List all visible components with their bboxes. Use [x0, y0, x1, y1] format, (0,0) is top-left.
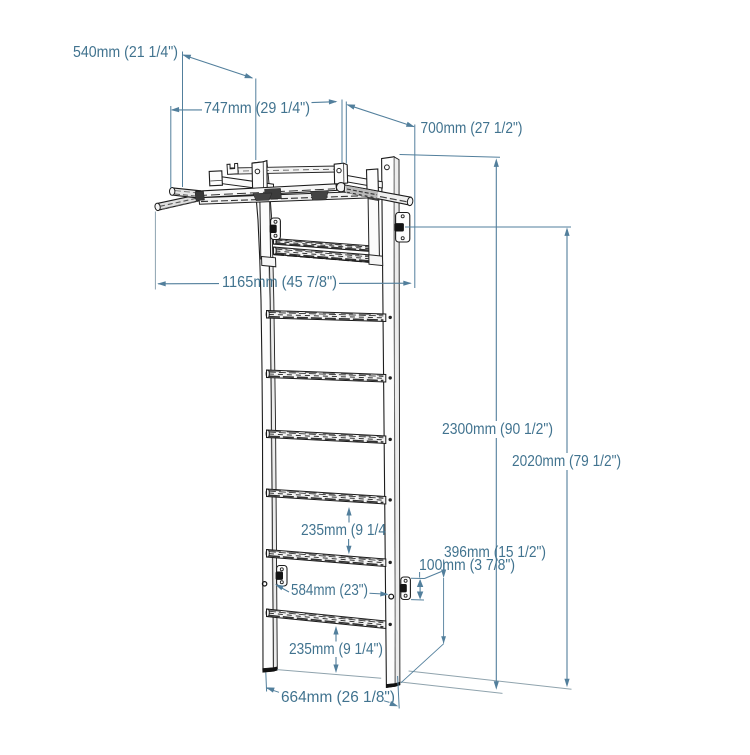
svg-text:2020mm (79 1/2"): 2020mm (79 1/2"): [512, 453, 621, 470]
svg-text:235mm (9 1/4"): 235mm (9 1/4"): [289, 641, 383, 658]
svg-text:540mm (21 1/4"): 540mm (21 1/4"): [73, 44, 178, 61]
svg-text:100mm (3 7/8"): 100mm (3 7/8"): [419, 557, 515, 574]
svg-text:1165mm (45 7/8"): 1165mm (45 7/8"): [222, 274, 337, 291]
svg-text:700mm (27 1/2"): 700mm (27 1/2"): [421, 120, 523, 137]
svg-text:2300mm (90 1/2"): 2300mm (90 1/2"): [442, 421, 553, 438]
svg-text:747mm (29 1/4"): 747mm (29 1/4"): [204, 100, 310, 117]
svg-text:584mm (23"): 584mm (23"): [291, 582, 368, 599]
svg-text:235mm (9 1/4: 235mm (9 1/4: [301, 522, 386, 539]
svg-text:664mm (26 1/8"): 664mm (26 1/8"): [281, 689, 395, 706]
